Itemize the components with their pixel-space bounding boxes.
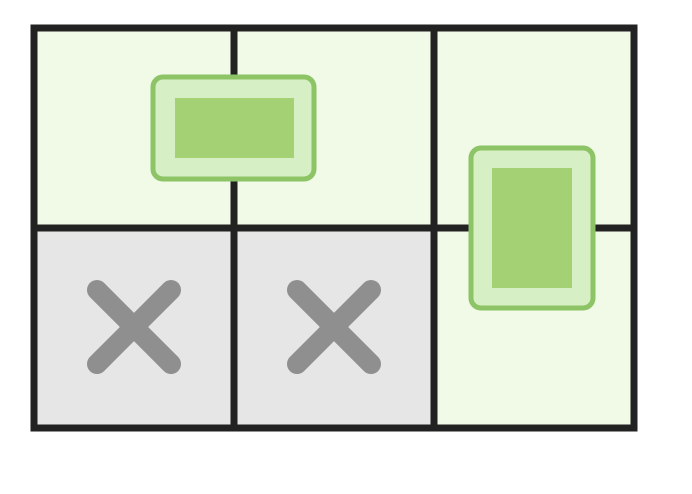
vertical-piece[interactable] — [468, 145, 596, 311]
piece-inner — [175, 98, 294, 158]
piece-inner — [492, 168, 572, 288]
x-icon — [87, 280, 181, 374]
horizontal-piece[interactable] — [150, 74, 317, 182]
x-icon — [287, 280, 381, 374]
